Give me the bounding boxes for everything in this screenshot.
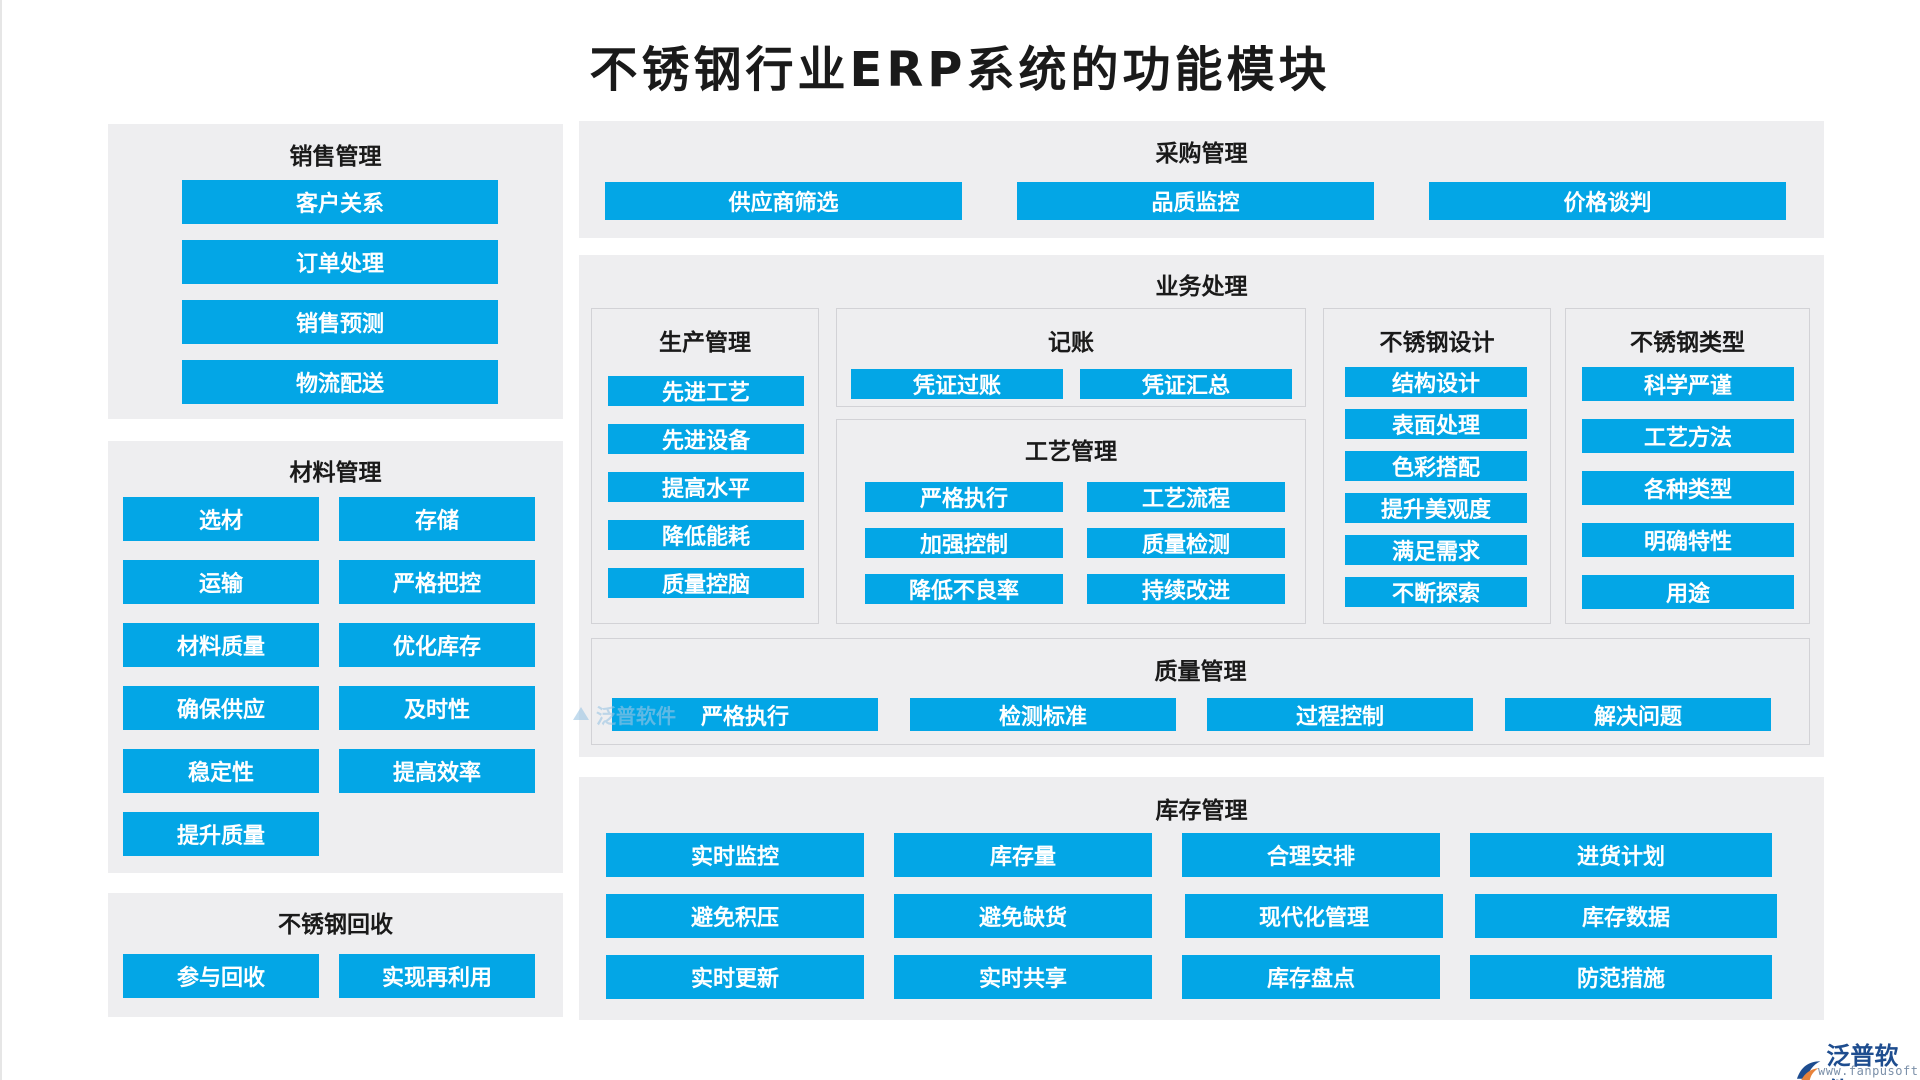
types-title: 不锈钢类型 — [1630, 330, 1745, 356]
materials-item[interactable]: 稳定性 — [123, 749, 319, 793]
materials-item[interactable]: 及时性 — [339, 686, 535, 730]
recycling-item[interactable]: 参与回收 — [123, 954, 319, 998]
quality-title: 质量管理 — [1154, 659, 1247, 685]
inventory-item[interactable]: 合理安排 — [1182, 833, 1440, 877]
design-item[interactable]: 色彩搭配 — [1345, 451, 1527, 481]
materials-item[interactable]: 材料质量 — [123, 623, 319, 667]
inventory-item[interactable]: 库存量 — [894, 833, 1152, 877]
purchasing-panel: 采购管理 供应商筛选 品质监控 价格谈判 — [579, 121, 1824, 238]
materials-item[interactable]: 存储 — [339, 497, 535, 541]
types-item[interactable]: 明确特性 — [1582, 523, 1794, 557]
materials-item[interactable]: 选材 — [123, 497, 319, 541]
inventory-item[interactable]: 防范措施 — [1470, 955, 1772, 999]
business-title: 业务处理 — [1155, 274, 1248, 300]
production-item[interactable]: 先进工艺 — [608, 376, 804, 406]
quality-item[interactable]: 检测标准 — [910, 698, 1176, 731]
materials-item[interactable]: 运输 — [123, 560, 319, 604]
quality-item[interactable]: 严格执行 — [612, 698, 878, 731]
design-item[interactable]: 表面处理 — [1345, 409, 1527, 439]
purchasing-item[interactable]: 价格谈判 — [1429, 182, 1786, 220]
design-item[interactable]: 满足需求 — [1345, 535, 1527, 565]
sales-item[interactable]: 客户关系 — [182, 180, 498, 224]
page-border — [0, 0, 2, 1080]
types-item[interactable]: 各种类型 — [1582, 471, 1794, 505]
materials-panel: 材料管理 选材 存储 运输 严格把控 材料质量 优化库存 确保供应 及时性 稳定… — [108, 441, 563, 873]
accounting-item[interactable]: 凭证过账 — [851, 369, 1063, 399]
production-item[interactable]: 质量控脑 — [608, 568, 804, 598]
inventory-item[interactable]: 现代化管理 — [1185, 894, 1443, 938]
quality-box: 质量管理 严格执行 检测标准 过程控制 解决问题 — [591, 638, 1810, 745]
process-item[interactable]: 加强控制 — [865, 528, 1063, 558]
types-item[interactable]: 科学严谨 — [1582, 367, 1794, 401]
production-item[interactable]: 先进设备 — [608, 424, 804, 454]
inventory-item[interactable]: 库存数据 — [1475, 894, 1777, 938]
brand-name: 泛普软件 — [1826, 1042, 1899, 1080]
materials-item[interactable]: 提升质量 — [123, 812, 319, 856]
purchasing-item[interactable]: 供应商筛选 — [605, 182, 962, 220]
process-title: 工艺管理 — [1025, 439, 1117, 465]
sales-item[interactable]: 销售预测 — [182, 300, 498, 344]
design-box: 不锈钢设计 结构设计 表面处理 色彩搭配 提升美观度 满足需求 不断探索 — [1323, 308, 1551, 624]
sales-title: 销售管理 — [289, 144, 382, 170]
sales-item[interactable]: 订单处理 — [182, 240, 498, 284]
process-item[interactable]: 降低不良率 — [865, 574, 1063, 604]
production-item[interactable]: 降低能耗 — [608, 520, 804, 550]
inventory-item[interactable]: 实时共享 — [894, 955, 1152, 999]
types-item[interactable]: 用途 — [1582, 575, 1794, 609]
fanpu-logo-icon — [1796, 1061, 1821, 1080]
recycling-item[interactable]: 实现再利用 — [339, 954, 535, 998]
production-title: 生产管理 — [659, 330, 751, 356]
process-item[interactable]: 严格执行 — [865, 482, 1063, 512]
materials-item[interactable]: 优化库存 — [339, 623, 535, 667]
purchasing-item[interactable]: 品质监控 — [1017, 182, 1374, 220]
design-item[interactable]: 不断探索 — [1345, 577, 1527, 607]
sales-panel: 销售管理 客户关系 订单处理 销售预测 物流配送 — [108, 124, 563, 419]
accounting-item[interactable]: 凭证汇总 — [1080, 369, 1292, 399]
brand-url: www.fanpusoft.com — [1818, 1064, 1920, 1078]
sales-item[interactable]: 物流配送 — [182, 360, 498, 404]
page-title: 不锈钢行业ERP系统的功能模块 — [589, 42, 1331, 98]
types-box: 不锈钢类型 科学严谨 工艺方法 各种类型 明确特性 用途 — [1565, 308, 1810, 624]
recycling-title: 不锈钢回收 — [278, 912, 393, 938]
process-box: 工艺管理 严格执行 工艺流程 加强控制 质量检测 降低不良率 持续改进 — [836, 419, 1306, 624]
process-item[interactable]: 持续改进 — [1087, 574, 1285, 604]
inventory-item[interactable]: 实时监控 — [606, 833, 864, 877]
design-item[interactable]: 结构设计 — [1345, 367, 1527, 397]
accounting-title: 记账 — [1048, 330, 1094, 356]
materials-item[interactable]: 提高效率 — [339, 749, 535, 793]
types-item[interactable]: 工艺方法 — [1582, 419, 1794, 453]
brand-logo: 泛普软件 — [1795, 1036, 1920, 1080]
recycling-panel: 不锈钢回收 参与回收 实现再利用 — [108, 893, 563, 1017]
materials-item[interactable]: 确保供应 — [123, 686, 319, 730]
inventory-item[interactable]: 避免积压 — [606, 894, 864, 938]
production-box: 生产管理 先进工艺 先进设备 提高水平 降低能耗 质量控脑 — [591, 308, 819, 624]
design-item[interactable]: 提升美观度 — [1345, 493, 1527, 523]
inventory-item[interactable]: 避免缺货 — [894, 894, 1152, 938]
process-item[interactable]: 质量检测 — [1087, 528, 1285, 558]
materials-title: 材料管理 — [289, 460, 382, 486]
accounting-box: 记账 凭证过账 凭证汇总 — [836, 308, 1306, 407]
quality-item[interactable]: 过程控制 — [1207, 698, 1473, 731]
inventory-panel: 库存管理 实时监控 库存量 合理安排 进货计划 避免积压 避免缺货 现代化管理 … — [579, 777, 1824, 1020]
inventory-item[interactable]: 库存盘点 — [1182, 955, 1440, 999]
inventory-item[interactable]: 进货计划 — [1470, 833, 1772, 877]
inventory-item[interactable]: 实时更新 — [606, 955, 864, 999]
materials-item[interactable]: 严格把控 — [339, 560, 535, 604]
business-panel: 业务处理 生产管理 先进工艺 先进设备 提高水平 降低能耗 质量控脑 记账 凭证… — [579, 255, 1824, 757]
design-title: 不锈钢设计 — [1379, 330, 1495, 356]
quality-item[interactable]: 解决问题 — [1505, 698, 1771, 731]
production-item[interactable]: 提高水平 — [608, 472, 804, 502]
purchasing-title: 采购管理 — [1155, 141, 1248, 167]
inventory-title: 库存管理 — [1155, 798, 1248, 824]
process-item[interactable]: 工艺流程 — [1087, 482, 1285, 512]
